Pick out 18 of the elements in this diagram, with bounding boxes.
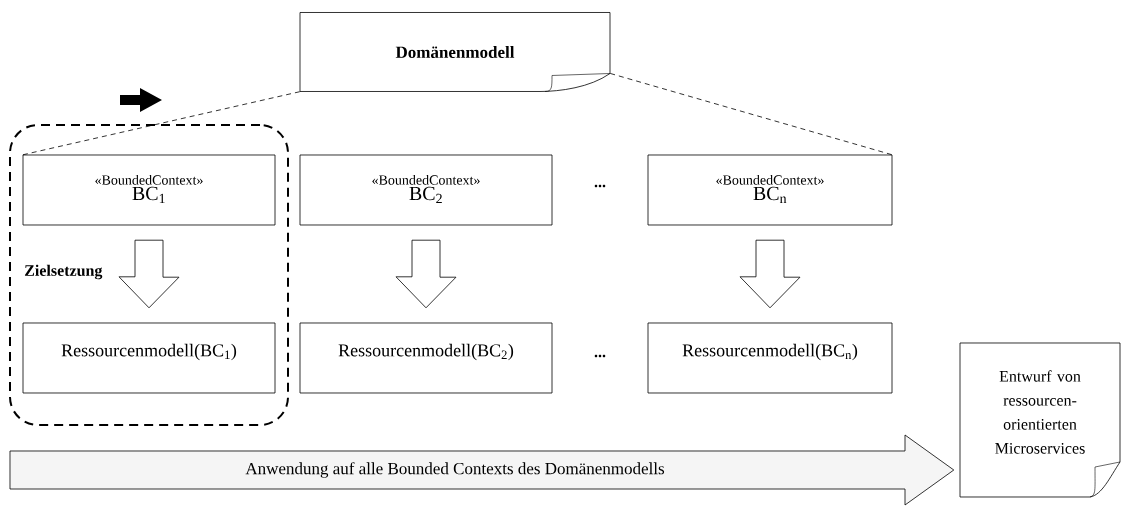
document-box: Entwurf von ressourcen-orientierten Microservices [959, 342, 1121, 498]
context-box: Ressourcenmodell(BC$_{n}$) [647, 322, 893, 394]
context-box: «BoundedContext» BC$_{n}$ [647, 154, 893, 226]
context-box: Ressourcenmodell(BC$_{1}$) [22, 322, 276, 394]
ellipsis: ... [594, 184, 606, 188]
process-arrow [9, 434, 955, 506]
context-box: «BoundedContext» BC$_{1}$ [22, 154, 276, 226]
block-arrow [118, 239, 180, 309]
context-box: «BoundedContext» BC$_{2}$ [299, 154, 553, 226]
context-box: Ressourcenmodell(BC$_{2}$) [299, 322, 553, 394]
group-label: Zielsetzung [24, 264, 103, 280]
edge-label: Anwendung auf alle Bounded Contexts des Domänenmodells [245, 462, 665, 478]
dashed-line [22, 91, 301, 156]
document-box: Domänenmodell [299, 12, 611, 92]
ellipsis: ... [594, 354, 606, 358]
block-arrow [395, 239, 457, 309]
block-arrow [739, 239, 801, 309]
dashed-line [609, 73, 893, 156]
